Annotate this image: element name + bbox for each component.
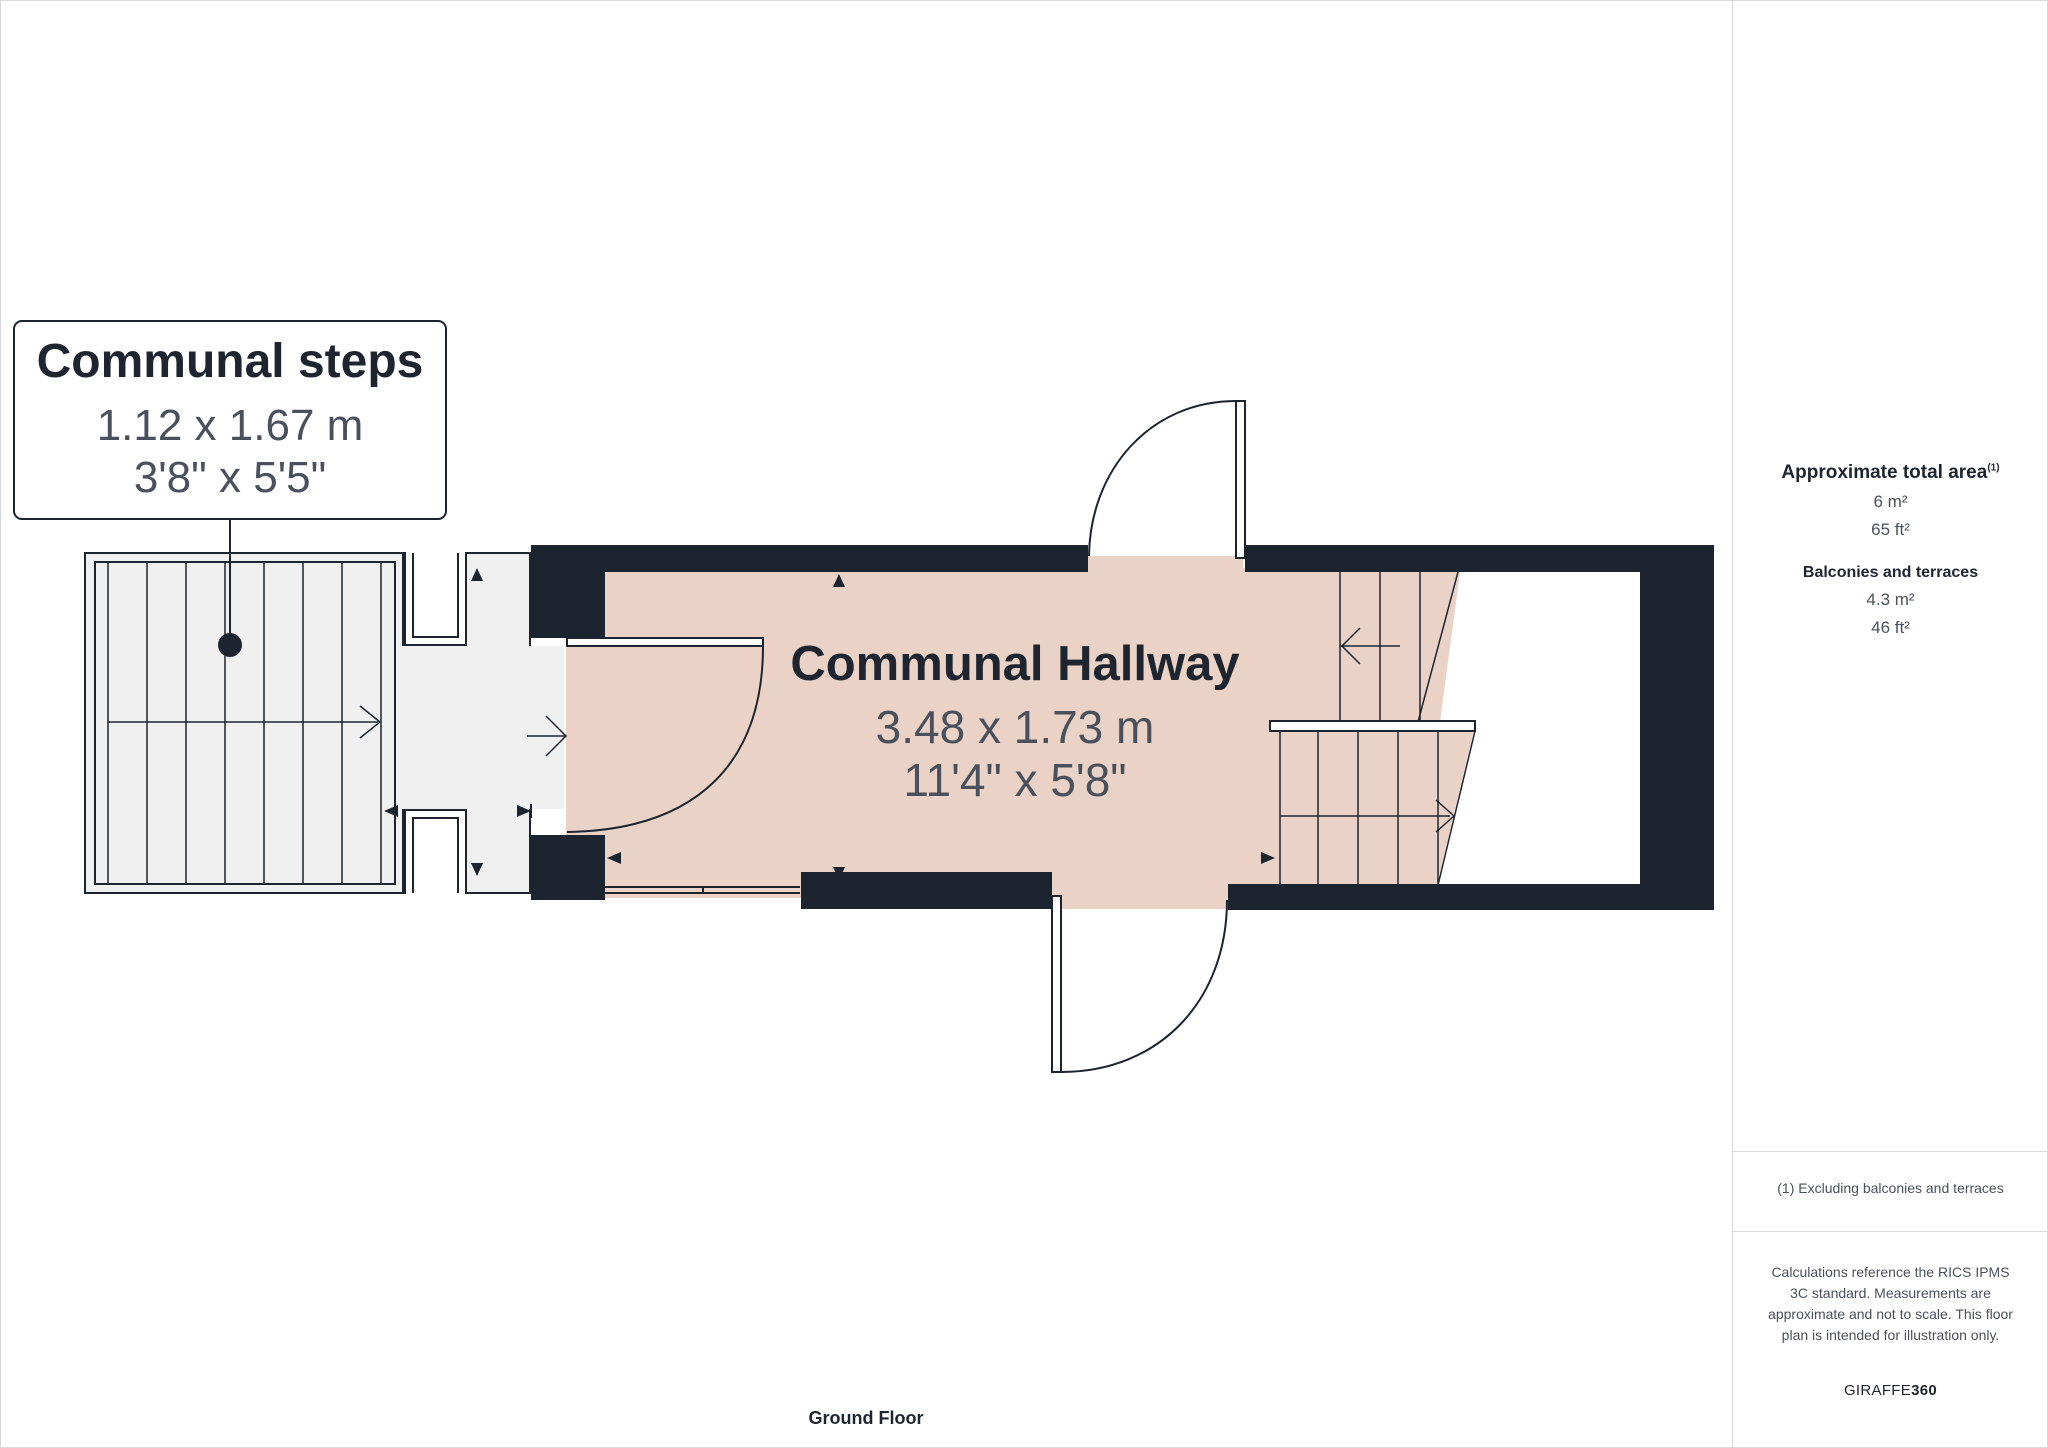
floor-plan: Communal steps 1.12 x 1.67 m 3'8" x 5'5"…: [13, 320, 1714, 1073]
total-area-title-text: Approximate total area: [1781, 462, 1988, 483]
area-footnote: (1) Excluding balconies and terraces: [1777, 1180, 2004, 1196]
hallway-imperial: 11'4" x 5'8": [903, 754, 1126, 806]
total-area-title: Approximate total area(1): [1733, 462, 2048, 484]
communal-steps-area: [84, 552, 564, 894]
dimension-markers: [384, 568, 1275, 880]
hallway-staircase: [1269, 571, 1476, 886]
communal-hallway-labels: Communal Hallway 3.48 x 1.73 m 11'4" x 5…: [790, 637, 1239, 806]
area-sidebar: Approximate total area(1) 6 m² 65 ft² Ba…: [1732, 0, 2048, 1447]
balconies-title: Balconies and terraces: [1802, 564, 1979, 581]
footnote-marker: (1): [1987, 462, 2000, 474]
top-entrance-door: [1088, 400, 1246, 559]
brand-bold: 360: [1911, 1382, 1938, 1399]
leader-dot: [218, 633, 242, 657]
communal-steps-label-box: Communal steps 1.12 x 1.67 m 3'8" x 5'5": [13, 320, 447, 657]
balconies-m2: 4.3 m²: [1866, 590, 1915, 609]
communal-hallway-area: [566, 556, 1640, 909]
sidebar-divider: [1733, 1151, 2048, 1152]
sidebar-divider: [1733, 1231, 2048, 1232]
brand-logo: GIRAFFE360: [1733, 1382, 2048, 1399]
bottom-entrance-door: [1051, 895, 1228, 1073]
hallway-inner-door: [566, 637, 800, 894]
area-summary: Approximate total area(1) 6 m² 65 ft² Ba…: [1733, 462, 2048, 638]
steps-metric: 1.12 x 1.67 m: [97, 401, 364, 450]
brand-light: GIRAFFE: [1843, 1382, 1912, 1399]
communal-steps-treads: [107, 562, 382, 884]
steps-imperial: 3'8" x 5'5": [134, 453, 326, 502]
balconies-ft2: 46 ft²: [1871, 618, 1910, 637]
total-area-m2: 6 m²: [1873, 492, 1908, 511]
hallway-metric: 3.48 x 1.73 m: [876, 701, 1155, 753]
steps-name: Communal steps: [37, 335, 424, 388]
walls: [531, 545, 1714, 910]
landing-arrow: [527, 715, 568, 757]
disclaimer-text: Calculations reference the RICS IPMS 3C …: [1768, 1264, 2013, 1343]
hallway-name: Communal Hallway: [790, 637, 1239, 691]
total-area-ft2: 65 ft²: [1871, 520, 1910, 539]
floor-label: Ground Floor: [808, 1408, 924, 1428]
